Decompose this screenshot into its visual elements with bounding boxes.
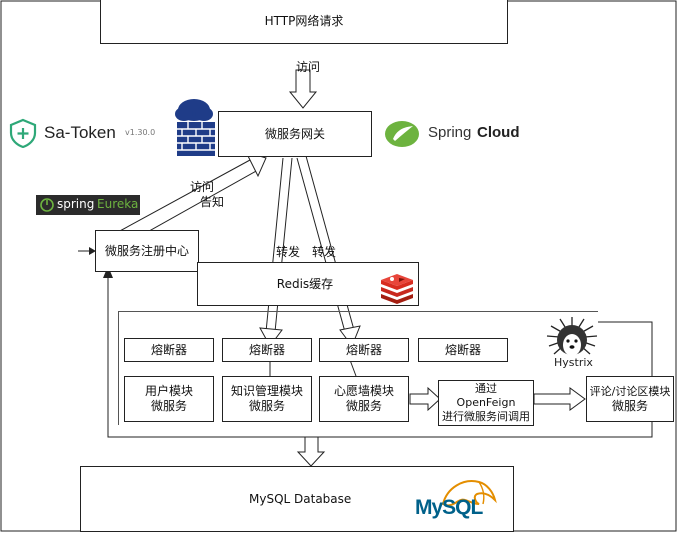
openfeign-line3: 进行微服务间调用 <box>442 410 530 423</box>
spring-cloud-text-2: Cloud <box>477 124 520 141</box>
spring-cloud-logo: Spring Cloud <box>383 117 533 149</box>
registry-box: 微服务注册中心 <box>95 230 199 272</box>
mysql-text: MySQL <box>415 496 483 519</box>
service-comment-line1: 评论/讨论区模块 <box>589 385 671 398</box>
eureka-text-2: Eureka <box>97 197 139 211</box>
breaker-2: 熔断器 <box>222 338 312 362</box>
service-comment-line2: 微服务 <box>611 399 648 413</box>
breaker-3-label: 熔断器 <box>345 342 382 357</box>
registry-entry-arrowhead <box>89 247 96 255</box>
satoken-shield-icon <box>9 118 37 148</box>
mysql-dolphin-icon <box>441 480 497 507</box>
breaker-2-label: 熔断器 <box>248 342 285 357</box>
registry-loop-line <box>107 268 653 438</box>
satoken-version: v1.30.0 <box>125 128 156 137</box>
breaker-row-frame <box>118 311 598 425</box>
service-user: 用户模块 微服务 <box>124 376 214 422</box>
firewall-icon <box>175 99 215 156</box>
breaker-link-3 <box>349 359 357 377</box>
openfeign-line1: 通过 <box>475 382 497 395</box>
service-wish-wall-line1: 心愿墙模块 <box>333 384 394 398</box>
visit-label: 访问 <box>296 60 321 74</box>
breaker-4: 熔断器 <box>418 338 508 362</box>
openfeign-out-arrow <box>533 387 586 411</box>
satoken-logo: Sa-Token v1.30.0 <box>8 118 168 148</box>
spring-leaf-icon <box>385 121 419 147</box>
spring-cloud-text-1: Spring <box>428 124 472 141</box>
breaker-3: 熔断器 <box>319 338 409 362</box>
visit-notify-label-1: 访问 <box>190 180 215 194</box>
breaker-1-label: 熔断器 <box>150 342 187 357</box>
spring-eureka-logo: spring Eureka <box>36 195 140 215</box>
hystrix-logo: Hystrix <box>544 316 602 370</box>
http-request-label: HTTP网络请求 <box>264 14 344 28</box>
breaker-1: 熔断器 <box>124 338 214 362</box>
breaker-4-label: 熔断器 <box>444 342 481 357</box>
database-label: MySQL Database <box>249 492 352 506</box>
registry-loop-arrowhead <box>103 266 113 278</box>
service-wish-wall: 心愿墙模块 微服务 <box>319 376 409 422</box>
service-knowledge-line2: 微服务 <box>248 399 285 413</box>
visit-arrow <box>288 69 318 109</box>
openfeign-line2: OpenFeign <box>456 396 516 409</box>
service-wish-wall-line2: 微服务 <box>345 399 382 413</box>
hystrix-hedgehog-icon <box>546 317 598 356</box>
service-knowledge: 知识管理模块 微服务 <box>222 376 312 422</box>
visit-notify-label-2: 告知 <box>200 195 225 209</box>
forward-label-2: 转发 <box>312 245 337 259</box>
satoken-text: Sa-Token <box>44 123 116 142</box>
registry-label: 微服务注册中心 <box>104 243 189 258</box>
redis-icon <box>381 274 413 304</box>
openfeign-in-arrow <box>409 386 441 412</box>
mysql-logo: MySQL <box>413 474 497 526</box>
forward-label-1: 转发 <box>276 245 301 259</box>
eureka-power-icon <box>40 198 54 212</box>
gateway-label: 微服务网关 <box>264 126 325 141</box>
redis-label: Redis缓存 <box>276 276 334 291</box>
service-knowledge-line1: 知识管理模块 <box>230 384 303 398</box>
eureka-text-1: spring <box>57 197 95 211</box>
service-comment: 评论/讨论区模块 微服务 <box>586 376 674 422</box>
openfeign-box: 通过 OpenFeign 进行微服务间调用 <box>438 380 534 426</box>
db-arrow <box>296 436 326 467</box>
service-user-line1: 用户模块 <box>144 384 193 398</box>
hystrix-text: Hystrix <box>554 356 593 369</box>
database-box: MySQL Database <box>80 466 514 532</box>
service-user-line2: 微服务 <box>150 399 187 413</box>
gateway-box: 微服务网关 <box>218 111 372 157</box>
http-request-box: HTTP网络请求 <box>100 0 508 44</box>
